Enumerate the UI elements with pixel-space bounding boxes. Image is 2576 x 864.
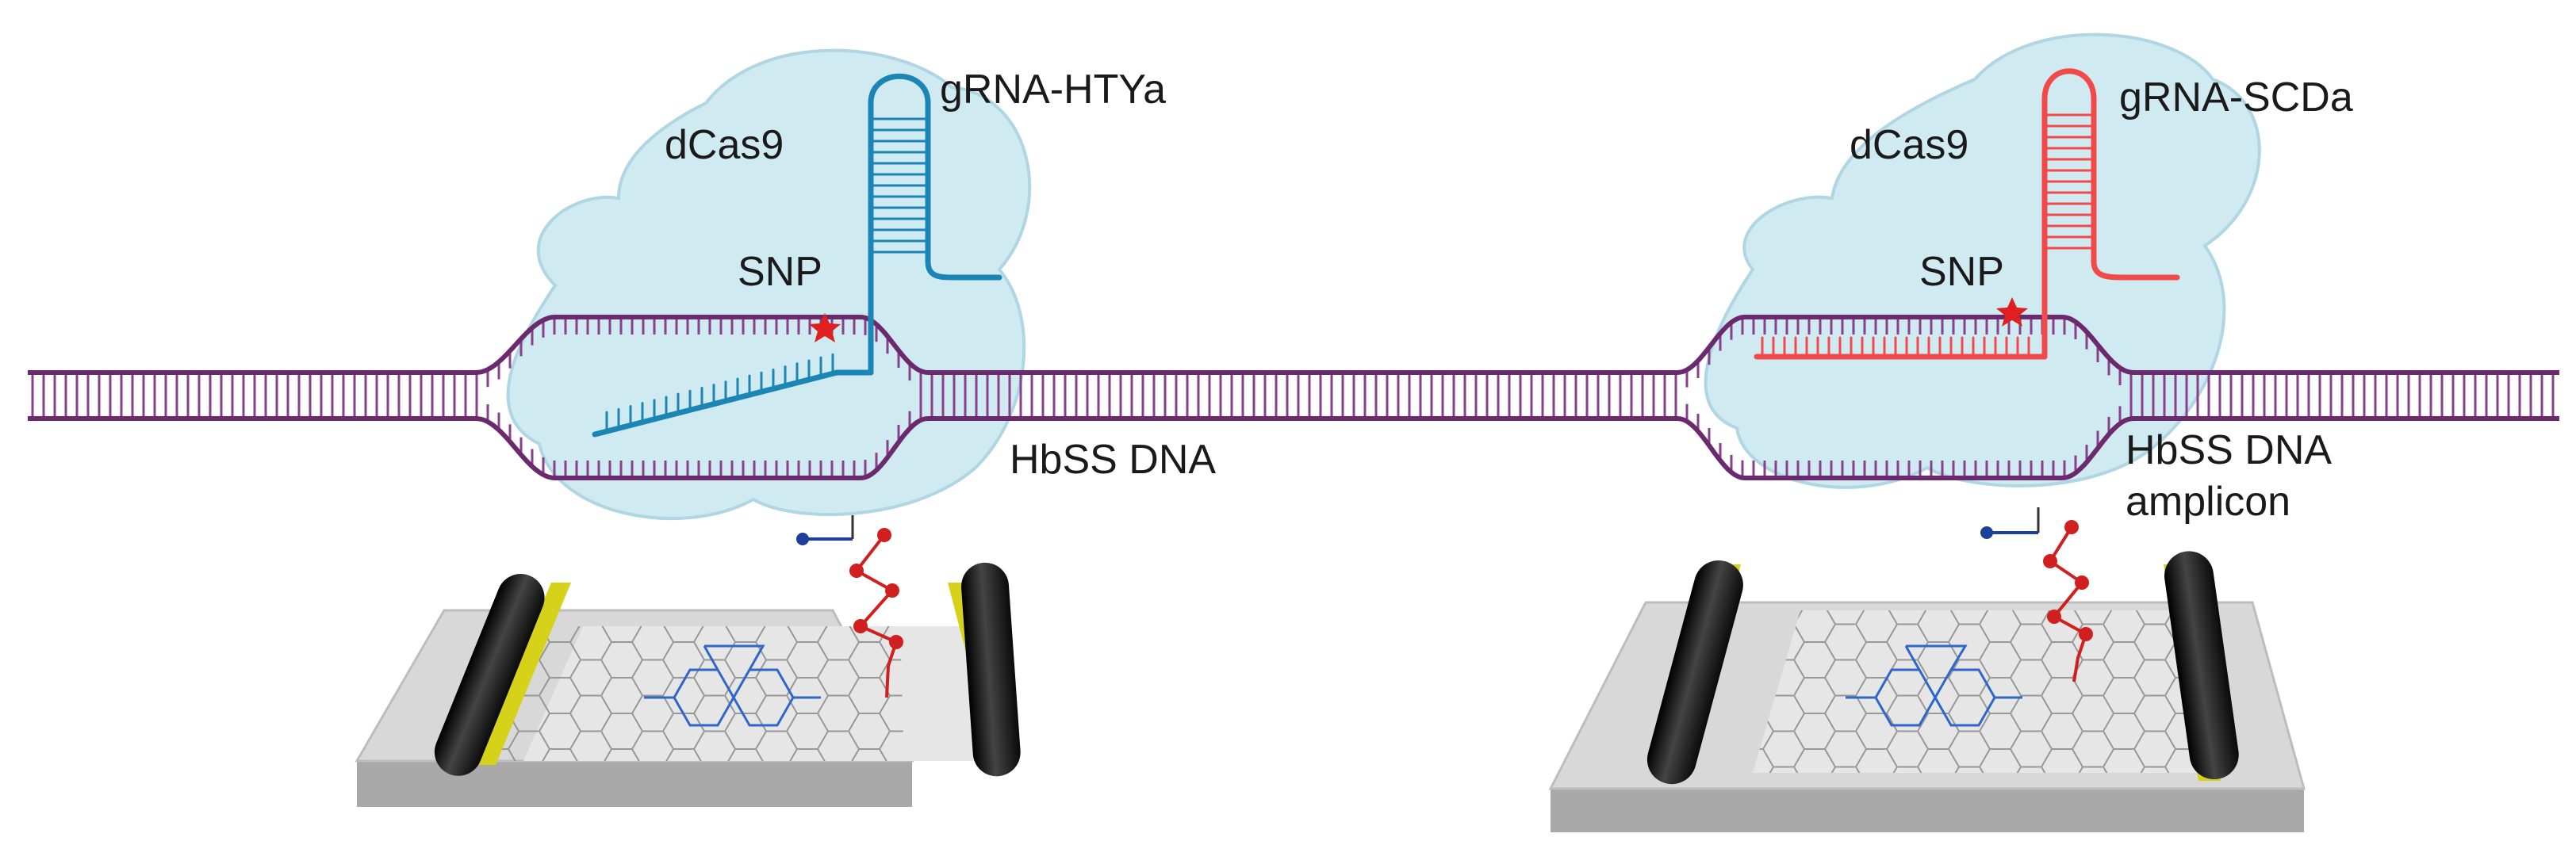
graphene-lattice — [1753, 610, 2201, 773]
snp-label-left: SNP — [738, 249, 822, 295]
graphene-chip-right — [1548, 551, 2306, 832]
snp-star-icon — [1996, 297, 2028, 327]
grna-label-right: gRNA-SCDa — [2119, 75, 2353, 120]
grna-spacer-bases — [605, 353, 834, 433]
pyrene-linker-right — [1980, 507, 2093, 682]
grna-hairpin-right — [1754, 68, 2180, 360]
dna-strand-bottom — [28, 416, 2559, 480]
grna-stem-loop — [2041, 68, 2180, 360]
grna-spacer-strand — [592, 369, 874, 438]
grna-label-left: gRNA-HTYa — [940, 67, 1166, 113]
chip-base-side — [357, 761, 912, 807]
dna-strand-top — [28, 315, 2559, 375]
dcas9-label-right: dCas9 — [1850, 122, 1968, 168]
grna-spacer-bases — [1761, 336, 2030, 358]
snp-label-right: SNP — [1919, 249, 2004, 295]
pyrene-linker-left — [796, 515, 903, 698]
grna-base-pairs — [2043, 113, 2095, 250]
electrode-right-a — [1646, 560, 1743, 785]
snp-star-icon — [809, 313, 841, 342]
graphene-chip-left — [355, 562, 1021, 807]
electrode-left-b — [948, 562, 1021, 777]
electrode-right-b — [2164, 551, 2239, 781]
dcas9-blob-left — [506, 48, 1032, 521]
dcas9-label-left: dCas9 — [665, 122, 784, 168]
graphene-highlight — [1846, 644, 2022, 727]
graphene-highlight — [644, 644, 821, 727]
chip-base-side — [1551, 789, 2304, 832]
dna-label-right-line2: amplicon — [2126, 479, 2290, 525]
grna-stem-loop — [868, 73, 1002, 376]
electrode-left-a — [434, 574, 571, 776]
graphene-lattice — [444, 626, 904, 761]
dna-label-left: HbSS DNA — [1010, 437, 1216, 483]
grna-base-pairs — [869, 117, 930, 254]
grna-hairpin-left — [592, 73, 1002, 438]
dna-label-right-line1: HbSS DNA — [2126, 427, 2332, 473]
